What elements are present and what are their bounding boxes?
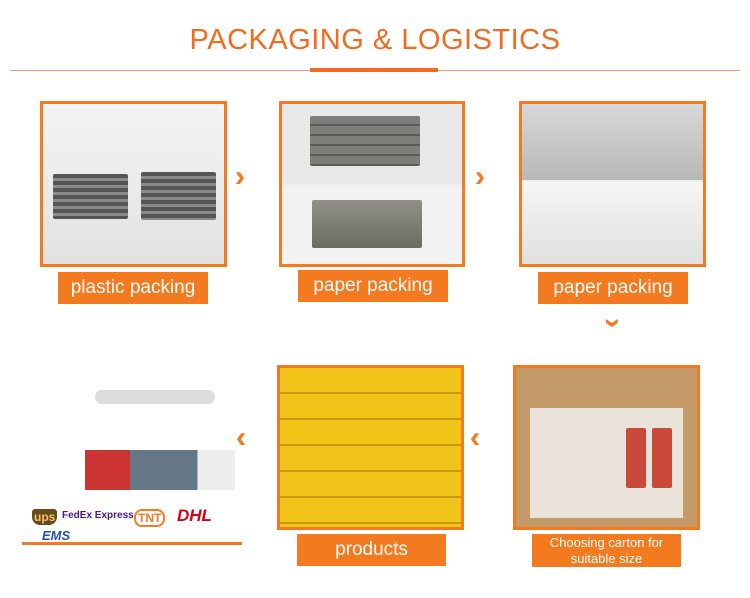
- trucks-icon: [85, 450, 235, 490]
- products-package-photo: [277, 365, 464, 530]
- paper-packing-photo-1: [279, 101, 465, 267]
- paper-packing-photo-2: [519, 101, 706, 267]
- paper-packing-label-2: paper packing: [538, 272, 688, 304]
- magnet-stack: [141, 172, 216, 220]
- paper-packing-label-1: paper packing: [298, 270, 448, 302]
- page-title: PACKAGING & LOGISTICS: [189, 24, 561, 56]
- ups-logo: UPS: [32, 509, 58, 525]
- logistics-illustration: UPS FedEx Express TNT DHL EMS: [10, 360, 250, 550]
- title-divider-accent: [310, 68, 438, 72]
- photo-bottom: [522, 182, 703, 264]
- plastic-packing-label: plastic packing: [58, 272, 208, 304]
- magnet-stack: [53, 174, 128, 219]
- plastic-packing-photo: [40, 101, 227, 267]
- carton-photo: [513, 365, 700, 530]
- carton-label: Choosing carton for suitable size: [532, 534, 681, 567]
- products-package-label: products package: [297, 534, 446, 592]
- chevron-down-icon: ››: [598, 318, 628, 348]
- ems-stripe: [22, 542, 242, 545]
- fedex-express-logo: FedEx Express: [62, 510, 134, 521]
- dhl-logo: DHL: [177, 506, 212, 525]
- photo-bottom: [282, 186, 462, 264]
- photo-top: [282, 104, 462, 184]
- ems-logo: EMS: [42, 528, 71, 543]
- carrier-logos: UPS FedEx Express TNT DHL EMS: [22, 506, 247, 546]
- tnt-logo: TNT: [134, 509, 166, 527]
- airplane-icon: [95, 390, 215, 404]
- photo-top: [522, 104, 703, 180]
